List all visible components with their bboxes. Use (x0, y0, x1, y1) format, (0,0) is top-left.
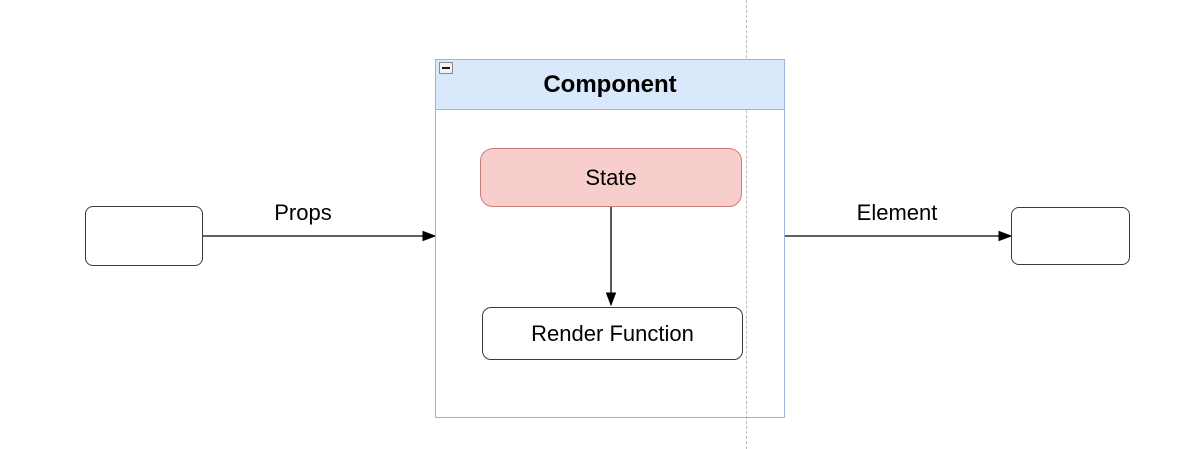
node-output-box[interactable] (1011, 207, 1130, 265)
state-to-render-arrowhead-icon (605, 292, 617, 307)
node-render-function-label: Render Function (531, 320, 694, 346)
node-render-function[interactable]: Render Function (482, 307, 743, 360)
node-input-box[interactable] (85, 206, 203, 266)
props-arrowhead-icon (422, 230, 437, 242)
edge-label-props[interactable]: Props (274, 200, 332, 225)
node-state[interactable]: State (480, 148, 742, 207)
element-arrowhead-icon (998, 230, 1013, 242)
component-title: Component (543, 70, 677, 98)
minus-icon (442, 67, 450, 69)
component-container[interactable]: Component (435, 59, 785, 418)
component-header[interactable]: Component (436, 60, 784, 110)
page-boundary-dashed-line (746, 0, 747, 449)
edge-label-element[interactable]: Element (856, 200, 938, 225)
node-state-label: State (585, 164, 637, 190)
collapse-button[interactable] (439, 62, 453, 74)
props-arrow[interactable] (203, 230, 437, 242)
state-to-render-arrow[interactable] (605, 207, 617, 307)
element-arrow[interactable] (785, 230, 1013, 242)
